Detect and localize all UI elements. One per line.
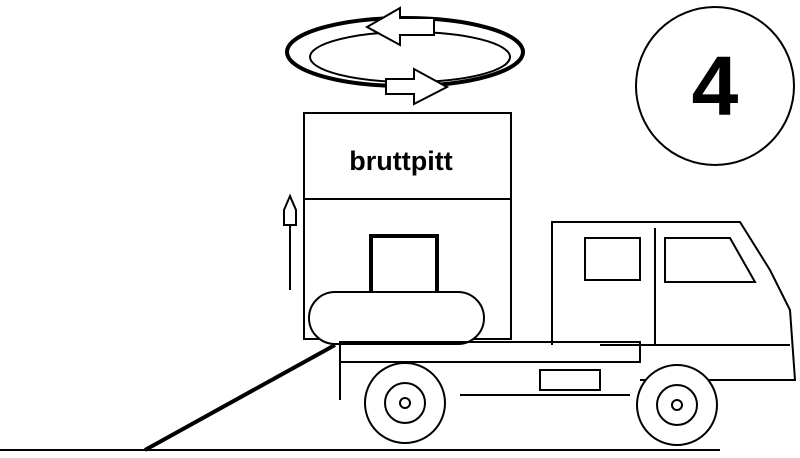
front-wheel: [636, 364, 718, 446]
container-label: bruttpitt: [349, 146, 452, 176]
step-number: 4: [692, 39, 739, 133]
bruttpitt-container: bruttpitt: [283, 112, 512, 345]
ramp: [144, 343, 336, 452]
rear-wheel: [364, 362, 446, 444]
rotation-arrows-icon: [285, 6, 525, 106]
step-badge: 4: [635, 6, 795, 166]
truck: [339, 221, 797, 446]
